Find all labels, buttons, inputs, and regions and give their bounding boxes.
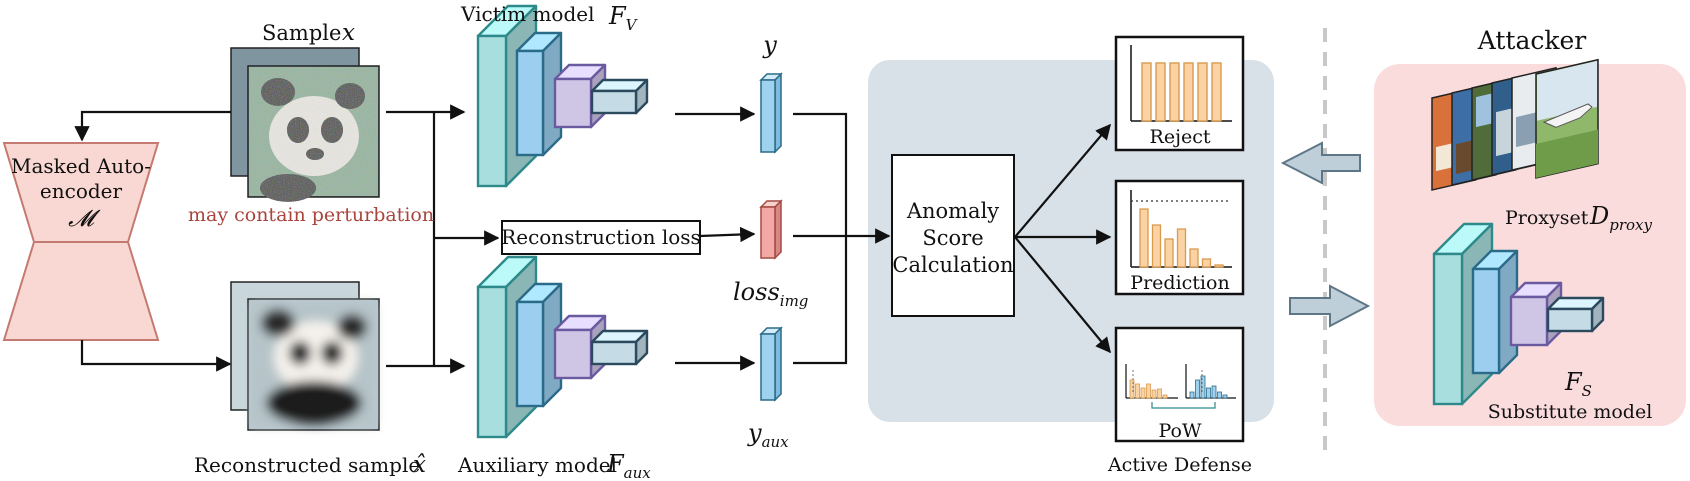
victim-model-symbol: FV [608,2,639,34]
reject-chart [1130,45,1232,122]
flow-arrows [74,104,1112,374]
pow-bar-left [1129,379,1135,399]
pow-bar-right [1206,387,1211,399]
prediction-bar [1164,238,1174,268]
pow-bar-left [1146,383,1151,399]
pow-bar-right [1200,375,1206,399]
loss-img-label: lossimg [733,278,808,310]
reconstructed-image-stack [230,281,380,431]
cnn-fc [590,78,649,115]
reconstruction-loss-box [501,220,701,255]
anomaly-line2: Score [922,226,983,250]
arrow-to-attacker [1289,284,1371,328]
substitute-model-cnn [1432,222,1605,406]
pow-box [1114,326,1245,443]
pow-bar-right [1211,385,1217,399]
mae-label-line1: Masked Auto- [11,154,151,178]
output-vector-loss [759,199,783,260]
reject-bar [1197,62,1208,122]
pow-bracket [1151,402,1216,409]
reject-bar [1141,62,1152,122]
arrow-sample-to-mae [74,110,231,142]
prediction-label: Prediction [1130,272,1229,294]
sample-symbol: x [342,20,355,46]
active-defense-label: Active Defense [1107,454,1252,476]
proxyset-symbol: Dproxy [1589,202,1653,234]
pow-bar-right [1217,391,1222,399]
cnn-fc [1546,296,1605,333]
prediction-bar [1214,264,1224,268]
line-y-to-merge [793,112,848,236]
prediction-bar [1189,248,1199,268]
arrow-from-attacker [1280,141,1361,185]
victim-model-cnn [476,4,649,188]
cnn-fc [590,329,649,366]
perturbation-note: may contain perturbation [188,204,434,226]
pow-bar-left [1157,388,1162,399]
reconstruction-loss-label: Reconstruction loss [501,225,701,249]
aux-model-label: Auxiliary model [457,453,617,477]
cnn-layer-2 [515,31,563,157]
anomaly-score-box [891,154,1015,317]
pow-bar-left [1162,394,1168,399]
arrow-loss-to-vector [699,226,756,243]
reject-bar [1155,62,1166,122]
mae-label-line2: encoder [40,179,123,203]
reject-bar [1169,62,1180,122]
pow-bar-right [1222,394,1228,399]
sample-label: Sample [262,21,341,45]
reject-label: Reject [1150,126,1211,148]
y-label: y [762,31,777,59]
arrow-mae-to-reconstructed [80,340,232,372]
sample-image-stack [230,47,380,202]
pow-bar-left [1140,387,1146,399]
output-vector-yaux [759,326,783,402]
prediction-box [1114,179,1245,296]
arrow-to-pow [1014,236,1111,354]
pow-bar-left [1151,389,1157,399]
prediction-chart [1130,190,1232,268]
substitute-symbol: FS [1564,368,1592,400]
reject-bar [1211,62,1222,122]
reject-box [1114,35,1245,152]
pow-bar-right [1189,391,1195,399]
attacker-title: Attacker [1477,26,1587,55]
line-yaux-to-merge [793,236,848,365]
substitute-label: Substitute model [1488,401,1653,423]
reconstructed-symbol: x̂ [413,452,426,478]
pow-bar-right [1195,379,1200,399]
anomaly-line1: Anomaly [906,199,999,223]
pow-chart [1125,364,1236,409]
prediction-bar [1201,258,1212,268]
reconstructed-label: Reconstructed sample [194,453,420,477]
y-aux-label: yaux [747,419,789,451]
anomaly-line3: Calculation [892,253,1013,277]
prediction-bar [1176,228,1187,268]
pow-bar-left [1135,383,1140,399]
masked-autoencoder [2,142,160,341]
prediction-bar [1139,208,1149,268]
output-vector-y [759,72,783,154]
arrow-to-reject [1014,123,1111,238]
proxyset-images [1431,58,1599,191]
reject-bar [1183,62,1194,122]
proxyset-label: Proxyset [1505,207,1589,229]
aux-model-symbol: Faux [606,450,651,481]
prediction-bar [1151,224,1162,268]
victim-model-label: Victim model [460,2,595,26]
auxiliary-model-cnn [476,255,649,439]
pow-label: PoW [1159,420,1202,442]
